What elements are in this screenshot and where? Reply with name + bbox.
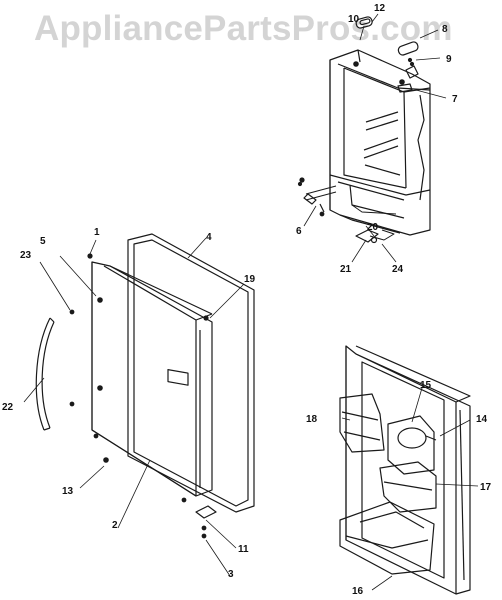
top-hinge-parts xyxy=(355,16,419,93)
door-interior xyxy=(345,345,471,595)
door-bins xyxy=(339,393,437,575)
callout-23: 23 xyxy=(20,250,32,261)
callout-22: 22 xyxy=(2,402,14,413)
door-gasket xyxy=(127,233,255,513)
callout-1: 1 xyxy=(94,227,100,238)
refrigerator-cabinet xyxy=(305,49,431,236)
door-handle xyxy=(35,317,55,431)
callout-2: 2 xyxy=(112,520,118,531)
cabinet-leaders xyxy=(303,13,447,263)
door-hardware xyxy=(69,253,217,539)
bottom-hinge-parts xyxy=(297,177,395,244)
callout-8: 8 xyxy=(442,24,448,35)
callout-6: 6 xyxy=(296,226,302,237)
callout-9: 9 xyxy=(446,54,452,65)
callout-10: 10 xyxy=(348,14,360,25)
interior-leaders xyxy=(341,387,479,591)
door-leaders xyxy=(23,237,245,577)
callout-19: 19 xyxy=(244,274,256,285)
callout-14: 14 xyxy=(476,414,488,425)
callout-17: 17 xyxy=(480,482,492,493)
callout-18: 18 xyxy=(306,414,318,425)
callout-24: 24 xyxy=(392,264,404,275)
freezer-door-front xyxy=(91,261,213,497)
callout-11: 11 xyxy=(238,544,249,555)
callout-15: 15 xyxy=(420,380,432,391)
callout-21: 21 xyxy=(340,264,352,275)
callout-7: 7 xyxy=(452,94,458,105)
watermark-text: AppliancePartsPros.com xyxy=(34,9,453,48)
callout-5: 5 xyxy=(40,236,46,247)
callout-20: 20 xyxy=(367,222,379,233)
callout-12: 12 xyxy=(374,3,386,14)
callout-16: 16 xyxy=(352,586,364,597)
callout-3: 3 xyxy=(228,569,234,580)
callout-13: 13 xyxy=(62,486,74,497)
callout-4: 4 xyxy=(206,232,212,243)
